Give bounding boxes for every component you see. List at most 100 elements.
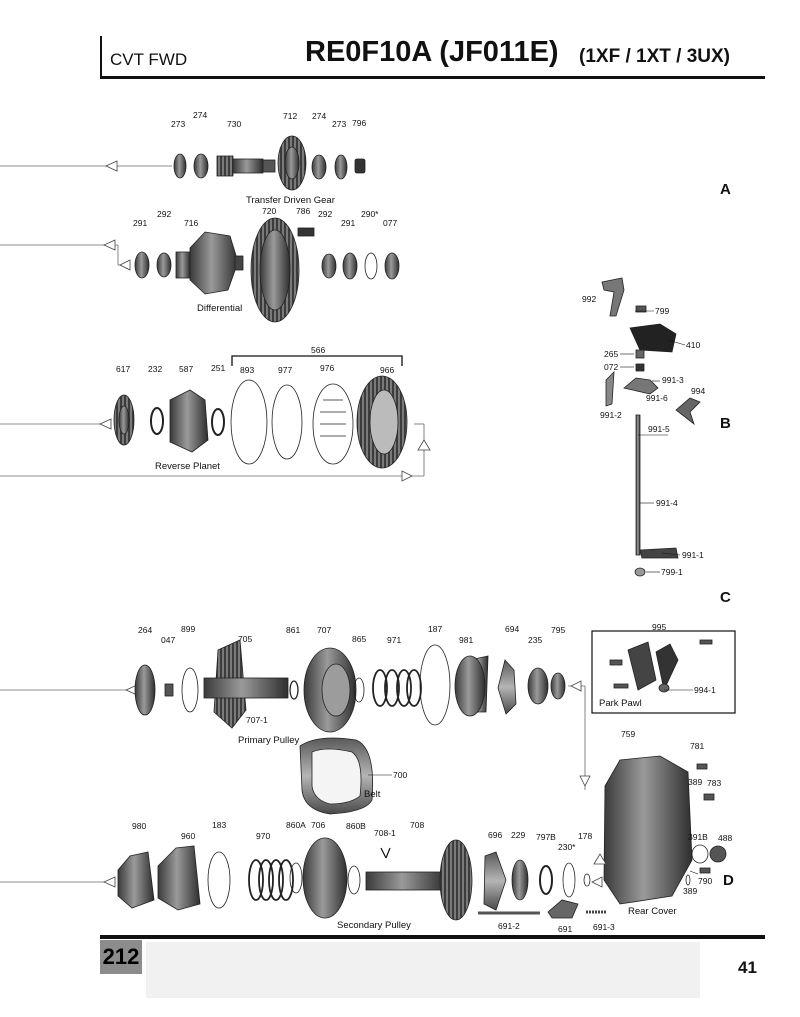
- part-label: 860A: [286, 820, 306, 830]
- row-reverse-planet: [0, 355, 431, 482]
- part-label: 994: [691, 386, 705, 396]
- part-label: 786: [296, 206, 310, 216]
- part-label: 707: [317, 625, 331, 635]
- caption-belt: Belt: [364, 789, 381, 800]
- part-label: 860B: [346, 821, 366, 831]
- part-label: 991-4: [656, 498, 678, 508]
- part-label: 265: [604, 349, 618, 359]
- part-label: 410: [686, 340, 700, 350]
- part-label: 799-1: [661, 567, 683, 577]
- caption-secondary-pulley: Secondary Pulley: [337, 920, 411, 931]
- part-label: 797B: [536, 832, 556, 842]
- part-label: 781: [690, 741, 704, 751]
- drive-belt: [299, 737, 373, 815]
- section-letter: C: [720, 589, 731, 606]
- part-label: 691-2: [498, 921, 520, 931]
- part-label: 861: [286, 625, 300, 635]
- part-label: 292: [318, 209, 332, 219]
- part-label: 178: [578, 831, 592, 841]
- part-label: 187: [428, 624, 442, 634]
- part-label: 712: [283, 111, 297, 121]
- row-secondary-pulley: [0, 837, 607, 921]
- part-label: 730: [227, 119, 241, 129]
- part-label: 291: [341, 218, 355, 228]
- part-label: 783: [707, 778, 721, 788]
- part-label: 980: [132, 821, 146, 831]
- part-label: 991-5: [648, 424, 670, 434]
- part-label: 077: [383, 218, 397, 228]
- header-rule: [100, 76, 765, 79]
- part-label: 391B: [688, 832, 708, 842]
- part-label: 865: [352, 634, 366, 644]
- part-label: 720: [262, 206, 276, 216]
- part-label: 691-3: [593, 922, 615, 932]
- footer-band: [146, 942, 700, 998]
- row-primary-pulley: [0, 639, 591, 790]
- section-letter: B: [720, 415, 731, 432]
- part-label: 072: [604, 362, 618, 372]
- part-label: 966: [380, 365, 394, 375]
- part-label: 273: [332, 119, 346, 129]
- page-number: 41: [738, 958, 757, 977]
- part-label: 977: [278, 365, 292, 375]
- part-label: 899: [181, 624, 195, 634]
- part-label: 759: [621, 729, 635, 739]
- part-label: 994-1: [694, 685, 716, 695]
- part-label: 705: [238, 634, 252, 644]
- part-label: 706: [311, 820, 325, 830]
- part-label: 981: [459, 635, 473, 645]
- part-label: 292: [157, 209, 171, 219]
- part-label: 700: [393, 770, 407, 780]
- part-label: 694: [505, 624, 519, 634]
- manual-shaft-group: [601, 277, 701, 577]
- part-label: 230*: [558, 842, 576, 852]
- part-label: 708: [410, 820, 424, 830]
- part-label: 264: [138, 625, 152, 635]
- part-label: 991-1: [682, 550, 704, 560]
- caption-differential: Differential: [197, 303, 242, 314]
- part-label: 389: [683, 886, 697, 896]
- part-label: 970: [256, 831, 270, 841]
- caption-park-pawl: Park Pawl: [599, 698, 642, 709]
- page-title: RE0F10A (JF011E): [305, 36, 559, 68]
- part-label: 991-3: [662, 375, 684, 385]
- part-label: 960: [181, 831, 195, 841]
- part-label: 251: [211, 363, 225, 373]
- row-transfer-driven-gear: [0, 135, 366, 191]
- part-label: 893: [240, 365, 254, 375]
- header-vrule: [100, 36, 102, 79]
- part-label: 183: [212, 820, 226, 830]
- part-label: 566: [311, 345, 325, 355]
- part-label: 992: [582, 294, 596, 304]
- section-letter: A: [720, 181, 731, 198]
- section-badge: 212: [100, 940, 142, 974]
- captions: Transfer Driven Gear Differential Revers…: [155, 195, 677, 931]
- caption-transfer-driven-gear: Transfer Driven Gear: [246, 195, 335, 206]
- part-labels: 273 274 730 712 274 273 796 291 292 716 …: [116, 110, 732, 934]
- footer-rule: [100, 935, 765, 939]
- header-left: CVT FWD: [110, 50, 188, 69]
- part-label: 991-2: [600, 410, 622, 420]
- rear-cover: [603, 755, 727, 905]
- part-label: 273: [171, 119, 185, 129]
- caption-primary-pulley: Primary Pulley: [238, 735, 299, 746]
- part-label: 232: [148, 364, 162, 374]
- caption-rear-cover: Rear Cover: [628, 906, 677, 917]
- part-label: 707-1: [246, 715, 268, 725]
- section-letters: A B C D: [720, 181, 734, 889]
- part-label: 708-1: [374, 828, 396, 838]
- leader-lines: [368, 310, 699, 875]
- part-label: 991-6: [646, 393, 668, 403]
- part-label: 716: [184, 218, 198, 228]
- part-label: 799: [655, 306, 669, 316]
- section-letter: D: [723, 872, 734, 889]
- park-pawl-box: [591, 630, 736, 714]
- part-label: 229: [511, 830, 525, 840]
- part-label: 995: [652, 622, 666, 632]
- part-label: 795: [551, 625, 565, 635]
- part-label: 047: [161, 635, 175, 645]
- part-label: 274: [193, 110, 207, 120]
- part-label: 488: [718, 833, 732, 843]
- part-label: 291: [133, 218, 147, 228]
- part-label: 290*: [361, 209, 379, 219]
